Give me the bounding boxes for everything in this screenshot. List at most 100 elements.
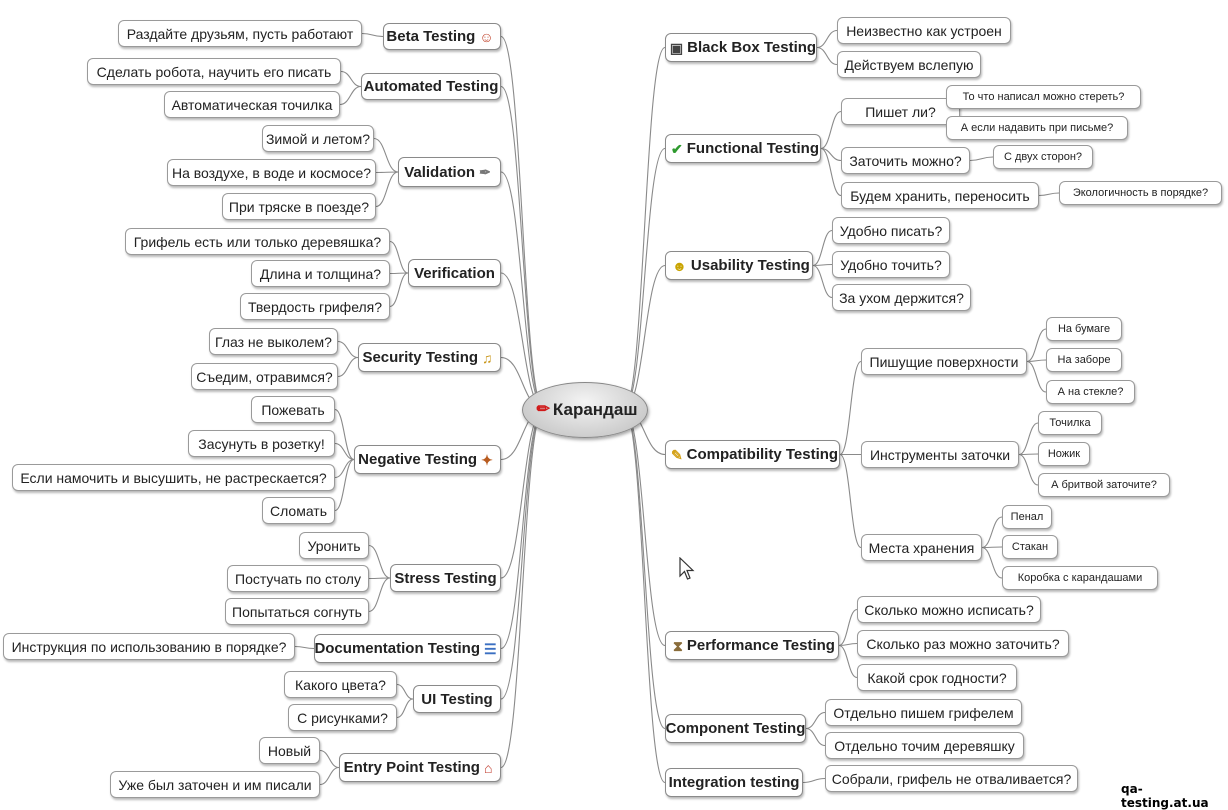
branch-negative-testing[interactable]: Negative Testing✦ xyxy=(354,445,501,474)
connector-line xyxy=(389,272,409,308)
branch-functional-testing[interactable]: ✔Functional Testing xyxy=(665,134,821,163)
leaf-2-2[interactable]: Автоматическая точилка xyxy=(164,91,340,118)
leaf-r3-2[interactable]: Удобно точить? xyxy=(832,251,950,278)
branch-automated-testing[interactable]: Automated Testing xyxy=(361,73,501,100)
leaf-4-3[interactable]: Твердость грифеля? xyxy=(240,293,390,320)
subleaf-r4-1-3[interactable]: А на стекле? xyxy=(1046,380,1135,404)
leaf-2-1[interactable]: Сделать робота, научить его писать xyxy=(87,58,341,85)
branch-stress-testing[interactable]: Stress Testing xyxy=(390,564,501,592)
leaf-5-1[interactable]: Глаз не выколем? xyxy=(209,328,338,355)
branch-ui-testing-label: UI Testing xyxy=(421,690,493,708)
leaf-9-1[interactable]: Какого цвета? xyxy=(284,671,397,698)
connector-line xyxy=(375,171,399,208)
leaf-6-3[interactable]: Если намочить и высушить, не растрескает… xyxy=(12,464,335,491)
subleaf-r4-2-2[interactable]: Ножик xyxy=(1038,442,1090,466)
branch-documentation-testing[interactable]: Documentation Testing☰ xyxy=(314,634,501,663)
saxophone-icon: ♫ xyxy=(482,349,493,366)
connector-line xyxy=(623,46,666,410)
branch-compatibility-testing[interactable]: ✎Compatibility Testing xyxy=(665,440,840,469)
leaf-r5-1-label: Сколько можно исписать? xyxy=(864,601,1034,618)
leaf-10-2-label: Уже был заточен и им писали xyxy=(118,776,312,793)
leaf-10-2[interactable]: Уже был заточен и им писали xyxy=(110,771,320,798)
connector-line xyxy=(838,642,858,647)
connector-line xyxy=(361,32,384,38)
connector-line xyxy=(802,777,826,784)
leaf-3-1-label: Зимой и летом? xyxy=(265,130,371,147)
leaf-6-4[interactable]: Сломать xyxy=(262,497,335,524)
subleaf-r4-3-2[interactable]: Стакан xyxy=(1002,535,1058,559)
leaf-1-1[interactable]: Раздайте друзьям, пусть работают xyxy=(118,20,362,47)
connector-line xyxy=(805,711,826,730)
leaf-r1-2[interactable]: Действуем вслепую xyxy=(837,51,981,78)
leaf-8-1[interactable]: Инструкция по использованию в порядке? xyxy=(3,633,295,660)
leaf-r5-3[interactable]: Какой срок годности? xyxy=(857,664,1017,691)
subleaf-r4-2-1[interactable]: Точилка xyxy=(1038,411,1102,435)
branch-integration-testing[interactable]: Integration testing xyxy=(665,768,803,797)
leaf-r3-1[interactable]: Удобно писать? xyxy=(832,217,950,244)
subleaf-r4-3-3-label: Коробка с карандашами xyxy=(1017,572,1143,584)
branch-automated-testing-label: Automated Testing xyxy=(363,78,499,95)
leaf-6-1[interactable]: Пожевать xyxy=(251,396,335,423)
subleaf-r2-1-1[interactable]: То что написал можно стереть? xyxy=(946,85,1141,109)
branch-ui-testing[interactable]: UI Testing xyxy=(413,685,501,713)
connector-line xyxy=(820,147,842,197)
branch-security-testing[interactable]: Security Testing♫ xyxy=(358,343,501,372)
subleaf-r4-3-1[interactable]: Пенал xyxy=(1002,505,1052,529)
leaf-r1-1-label: Неизвестно как устроен xyxy=(846,22,1002,39)
leaf-r6-2-label: Отдельно точим деревяшку xyxy=(834,737,1015,754)
subleaf-r4-3-3[interactable]: Коробка с карандашами xyxy=(1002,566,1158,590)
leaf-r4-1[interactable]: Пишущие поверхности xyxy=(861,348,1027,375)
branch-usability-testing[interactable]: ☻Usability Testing xyxy=(665,251,813,280)
leaf-r3-3[interactable]: За ухом держится? xyxy=(832,284,971,311)
subleaf-r4-1-2[interactable]: На заборе xyxy=(1046,348,1122,372)
leaf-7-3[interactable]: Попытаться согнуть xyxy=(225,598,369,625)
leaf-r2-2[interactable]: Заточить можно? xyxy=(841,147,970,174)
leaf-r5-1[interactable]: Сколько можно исписать? xyxy=(857,596,1041,623)
leaf-r7-1[interactable]: Собрали, грифель не отваливается? xyxy=(825,765,1078,792)
leaf-r3-2-label: Удобно точить? xyxy=(840,256,942,273)
leaf-10-1[interactable]: Новый xyxy=(259,737,320,764)
subleaf-r4-1-1[interactable]: На бумаге xyxy=(1046,317,1122,341)
leaf-7-1[interactable]: Уронить xyxy=(299,532,369,559)
leaf-r6-1[interactable]: Отдельно пишем грифелем xyxy=(825,699,1022,726)
leaf-3-1[interactable]: Зимой и летом? xyxy=(262,125,374,152)
leaf-3-2[interactable]: На воздухе, в воде и космосе? xyxy=(167,159,376,186)
branch-entry-point-testing[interactable]: Entry Point Testing⌂ xyxy=(339,753,501,782)
leaf-4-2[interactable]: Длина и толщина? xyxy=(251,260,390,287)
leaf-2-2-label: Автоматическая точилка xyxy=(171,96,333,113)
branch-performance-testing-label: Performance Testing xyxy=(686,637,835,654)
leaf-6-4-label: Сломать xyxy=(269,502,328,519)
leaf-6-2[interactable]: Засунуть в розетку! xyxy=(188,430,335,457)
branch-beta-testing[interactable]: Beta Testing☺ xyxy=(383,23,501,50)
leaf-r2-1[interactable]: Пишет ли? xyxy=(841,98,960,125)
branch-validation-label: Validation xyxy=(404,163,476,181)
subleaf-r2-3-1[interactable]: Экологичность в порядке? xyxy=(1059,181,1222,205)
leaf-3-3[interactable]: При тряске в поезде? xyxy=(222,193,376,220)
connector-line xyxy=(805,727,826,747)
leaf-6-3-label: Если намочить и высушить, не растрескает… xyxy=(20,469,327,486)
branch-black-box-testing[interactable]: ▣Black Box Testing xyxy=(665,33,817,62)
leaf-r1-1[interactable]: Неизвестно как устроен xyxy=(837,17,1011,44)
branch-performance-testing[interactable]: ⧗Performance Testing xyxy=(665,631,839,660)
leaf-r4-2[interactable]: Инструменты заточки xyxy=(861,441,1019,468)
subleaf-r4-2-3[interactable]: А бритвой заточите? xyxy=(1038,473,1170,497)
leaf-r4-3[interactable]: Места хранения xyxy=(861,534,982,561)
leaf-9-2[interactable]: С рисунками? xyxy=(288,704,397,731)
branch-validation[interactable]: Validation✒ xyxy=(398,157,501,187)
pencil-icon: ✏ xyxy=(536,401,550,418)
leaf-r2-3[interactable]: Будем хранить, переносить xyxy=(841,182,1039,209)
central-topic[interactable]: ✏ Карандаш xyxy=(522,382,648,438)
leaf-r6-2[interactable]: Отдельно точим деревяшку xyxy=(825,732,1024,759)
subleaf-r4-3-1-label: Пенал xyxy=(1010,511,1044,523)
leaf-r5-2[interactable]: Сколько раз можно заточить? xyxy=(857,630,1069,657)
branch-component-testing[interactable]: Component Testing xyxy=(665,714,806,743)
subleaf-r2-2-1[interactable]: С двух сторон? xyxy=(993,145,1093,169)
connector-line xyxy=(500,35,545,410)
subleaf-r2-1-2[interactable]: А если надавить при письме? xyxy=(946,116,1128,140)
leaf-7-2[interactable]: Постучать по столу xyxy=(227,565,369,592)
branch-verification[interactable]: Verification xyxy=(408,259,501,287)
leaf-5-2[interactable]: Съедим, отравимся? xyxy=(191,363,338,390)
leaf-4-1[interactable]: Грифель есть или только деревяшка? xyxy=(125,228,390,255)
connector-line xyxy=(623,408,666,784)
mouse-cursor-icon xyxy=(679,557,695,580)
